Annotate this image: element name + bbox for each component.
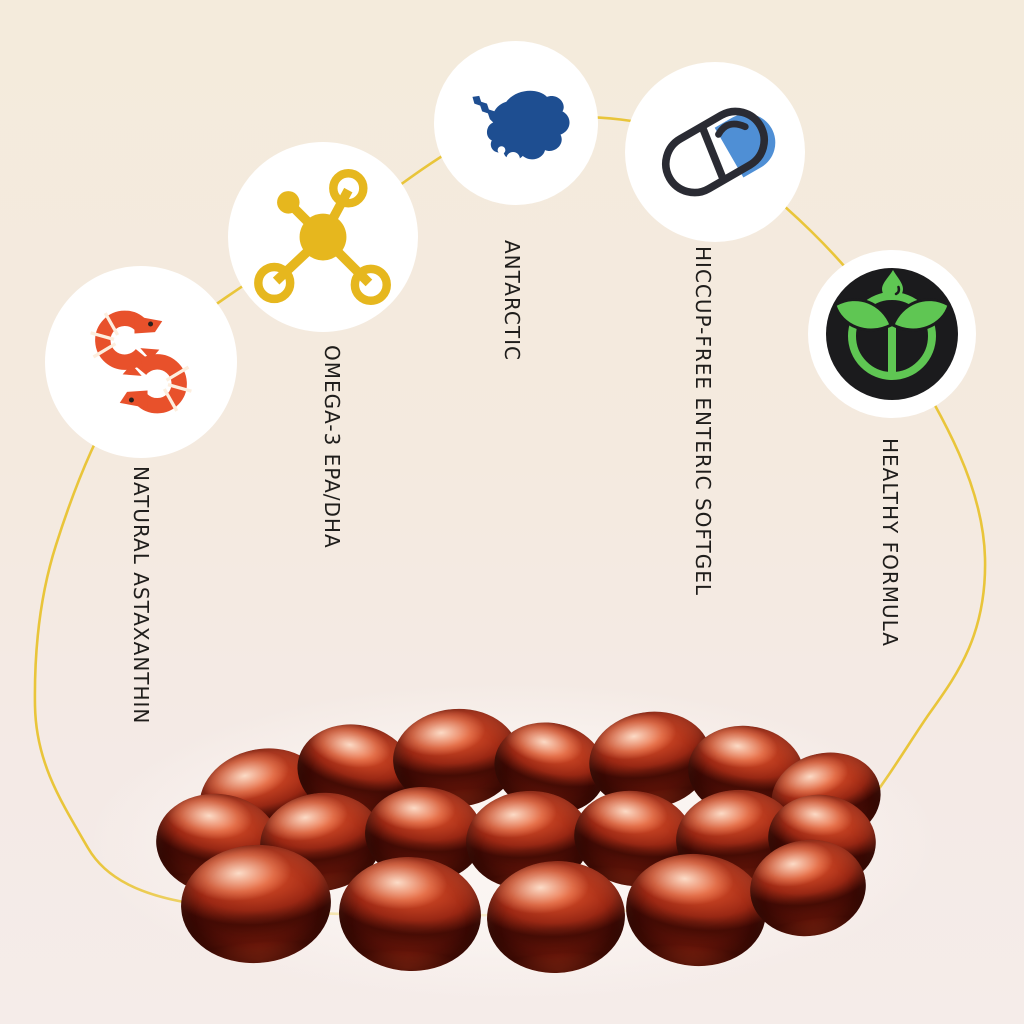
- softgel-capsules-photo: [88, 682, 938, 1002]
- plant-sprout-icon: [826, 268, 958, 400]
- feature-label-softgel: HICCUP-FREE ENTERIC SOFTGEL: [691, 246, 715, 597]
- feature-label-natural-astaxanthin: NATURAL ASTAXANTHIN: [129, 466, 153, 725]
- feature-badge-softgel: [625, 62, 805, 242]
- feature-badge-antarctic: [434, 41, 598, 205]
- feature-badge-healthy-formula: [808, 250, 976, 418]
- feature-badge-omega3: [228, 142, 418, 332]
- molecule-icon: [254, 169, 391, 305]
- enteric-capsule-icon: [662, 107, 776, 197]
- shrimp-icon: [90, 310, 192, 414]
- feature-label-healthy-formula: HEALTHY FORMULA: [878, 438, 902, 647]
- feature-badge-natural-astaxanthin: [45, 266, 237, 458]
- antarctica-map-icon: [472, 90, 570, 166]
- feature-label-antarctic: ANTARCTIC: [500, 240, 524, 361]
- feature-label-omega3: OMEGA-3 EPA/DHA: [320, 345, 344, 549]
